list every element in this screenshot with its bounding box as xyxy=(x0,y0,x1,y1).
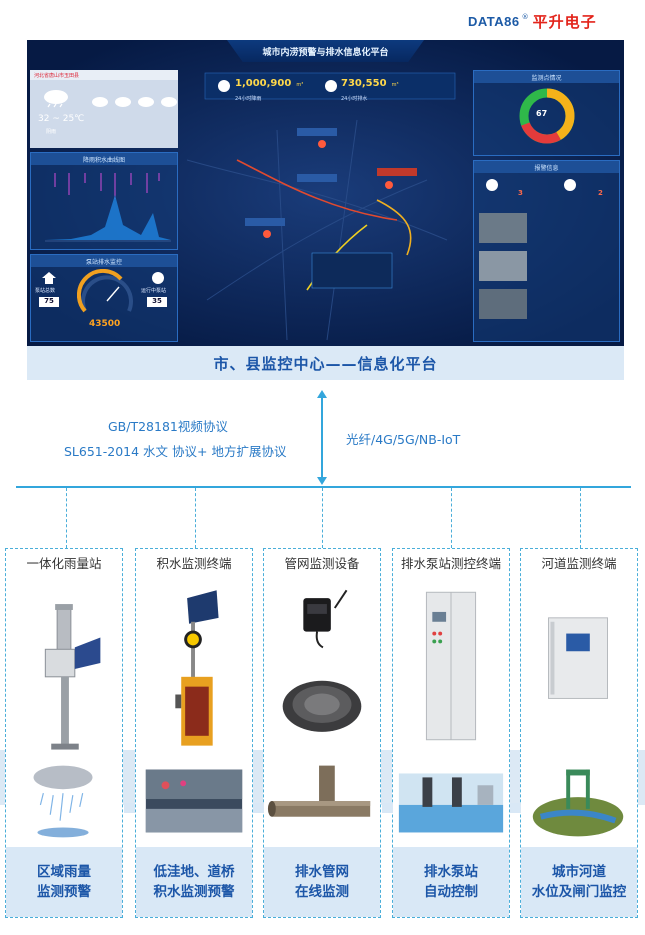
device-caption-line1: 低洼地、道桥 xyxy=(153,864,235,880)
ponding-chart-title: 降雨积水曲线图 xyxy=(31,153,177,165)
caption-connector xyxy=(510,803,521,813)
weather-condition: 阴雨 xyxy=(46,129,57,135)
alarm-panel: 报警信息 3 2 xyxy=(473,160,620,342)
device-pipe-monitor: 管网监测设备 排水管网 在线监测 xyxy=(263,548,381,918)
weather-location: 河北省唐山市玉田县 xyxy=(30,70,178,80)
drop-line xyxy=(451,488,452,548)
device-title: 河道监测终端 xyxy=(541,556,617,571)
pump-panel-title: 泵站排水监控 xyxy=(31,255,177,267)
pump-panel: 泵站排水监控 泵站总数 75 43500 运行中泵站 35 xyxy=(30,254,178,342)
river-gate-icon xyxy=(521,755,637,847)
device-caption-line1: 排水泵站 xyxy=(424,864,478,880)
pump-total-label: 泵站总数 xyxy=(35,288,56,294)
brand-logo: DATA86 ® 平升电子 xyxy=(468,10,597,32)
device-caption: 排水泵站 自动控制 xyxy=(393,847,509,917)
device-caption-line2: 水位及闸门监控 xyxy=(531,884,627,900)
device-caption: 区域雨量 监测预警 xyxy=(6,847,122,917)
platform-caption: 市、县监控中心——信息化平台 xyxy=(27,346,624,380)
brand-registered-mark: ® xyxy=(521,13,529,21)
monitor-point-title: 监测点情况 xyxy=(474,71,619,83)
ponding-chart-graphic xyxy=(45,173,171,242)
device-title: 管网监测设备 xyxy=(284,556,360,571)
drop-line xyxy=(322,488,323,548)
pump-gauge xyxy=(77,269,133,313)
alarm-left-count: 3 xyxy=(518,189,523,197)
pump-gauge-value: 43500 xyxy=(89,319,121,329)
forecast-cloud-icons xyxy=(92,97,177,107)
platform-caption-text: 市、县监控中心——信息化平台 xyxy=(213,354,438,373)
device-caption-line2: 在线监测 xyxy=(295,884,349,900)
device-title: 排水泵站测控终端 xyxy=(400,556,501,571)
device-caption-line2: 监测预警 xyxy=(37,884,91,900)
caption-connector xyxy=(382,803,393,813)
rain-cloud-icon xyxy=(6,755,122,847)
device-caption: 排水管网 在线监测 xyxy=(264,847,380,917)
alarm-right-count: 2 xyxy=(598,189,603,197)
drop-line xyxy=(580,488,581,548)
device-caption-line1: 排水管网 xyxy=(295,864,349,880)
protocol-video: GB/T28181视频协议 xyxy=(108,419,228,434)
drop-line xyxy=(195,488,196,548)
rain-gauge-station-icon xyxy=(44,604,101,750)
device-caption: 城市河道 水位及闸门监控 xyxy=(521,847,637,917)
gear-icon xyxy=(564,179,576,191)
device-caption: 低洼地、道桥 积水监测预警 xyxy=(136,847,252,917)
ponding-terminal-icon xyxy=(175,590,219,746)
pump-running-label: 运行中泵站 xyxy=(141,288,167,294)
monitor-point-panel: 监测点情况 67 xyxy=(473,70,620,156)
drainage-pipe-icon xyxy=(264,755,380,847)
device-caption-line2: 自动控制 xyxy=(424,884,478,900)
device-rain-gauge: 一体化雨量站 区域雨量 监测预警 xyxy=(5,548,123,918)
alarm-camera-thumb xyxy=(479,213,527,243)
device-ponding-terminal: 积水监测终端 低洼地、道桥 积水监测预警 xyxy=(135,548,253,918)
river-terminal-cabinet-icon xyxy=(548,617,608,699)
cloud-rain-icon xyxy=(44,90,68,108)
device-title: 积水监测终端 xyxy=(156,556,232,571)
flooded-road-photo xyxy=(136,755,252,847)
drop-line xyxy=(66,488,67,548)
rainfall-unit: m³ xyxy=(296,82,304,88)
device-river-terminal: 河道监测终端 城市河道 水位及闸门监控 xyxy=(520,548,638,918)
device-caption-line2: 积水监测预警 xyxy=(153,884,235,900)
alarm-title: 报警信息 xyxy=(474,161,619,173)
pump-total-value: 75 xyxy=(39,297,59,307)
drainage-total: 730,550 m³ 24小时排水 xyxy=(341,76,399,104)
protocol-hydrology: SL651-2014 水文 协议+ 地方扩展协议 xyxy=(64,444,287,459)
dashboard-title-bar: 城市内涝预警与排水信息化平台 xyxy=(227,40,424,62)
caption-connector xyxy=(253,803,264,813)
weather-temp: 32 ~ 25℃ xyxy=(38,114,85,124)
house-icon xyxy=(42,272,56,284)
weather-panel: 河北省唐山市玉田县 32 ~ 25℃ 阴雨 xyxy=(30,70,178,148)
pump-station-icon xyxy=(393,755,509,847)
pipe-monitor-device-icon xyxy=(282,589,362,732)
bidirectional-arrow-icon xyxy=(317,390,327,485)
ponding-chart-panel: 降雨积水曲线图 xyxy=(30,152,178,250)
protocol-network: 光纤/4G/5G/NB-IoT xyxy=(346,432,461,447)
device-caption-line1: 区域雨量 xyxy=(37,864,91,880)
platform-dashboard-screenshot: 城市内涝预警与排水信息化平台 1,000,900 m³ 24小时降雨 730,5… xyxy=(27,40,624,346)
drainage-value: 730,550 xyxy=(341,78,387,89)
rainfall-value: 1,000,900 xyxy=(235,78,292,89)
dashboard-title: 城市内涝预警与排水信息化平台 xyxy=(262,47,389,58)
brand-name-cn: 平升电子 xyxy=(532,12,597,31)
donut-center-value: 67 xyxy=(536,109,548,118)
control-cabinet-icon xyxy=(425,591,477,741)
refresh-icon xyxy=(152,272,164,284)
alarm-camera-thumb xyxy=(479,289,527,319)
rainfall-caption: 24小时降雨 xyxy=(235,96,262,102)
caption-connector xyxy=(124,803,135,813)
device-pump-station-terminal: 排水泵站测控终端 排水泵站 自动控制 xyxy=(392,548,510,918)
drainage-unit: m³ xyxy=(391,82,399,88)
car-icon xyxy=(486,179,498,191)
alarm-camera-thumb xyxy=(479,251,527,281)
monitor-donut-chart xyxy=(519,88,575,144)
rainfall-total: 1,000,900 m³ 24小时降雨 xyxy=(235,76,303,104)
device-title: 一体化雨量站 xyxy=(26,556,102,571)
device-caption-line1: 城市河道 xyxy=(552,864,606,880)
drainage-caption: 24小时排水 xyxy=(341,96,368,102)
brand-name-en: DATA86 xyxy=(468,13,520,29)
pump-running-value: 35 xyxy=(147,297,167,307)
bus-line xyxy=(16,486,631,488)
